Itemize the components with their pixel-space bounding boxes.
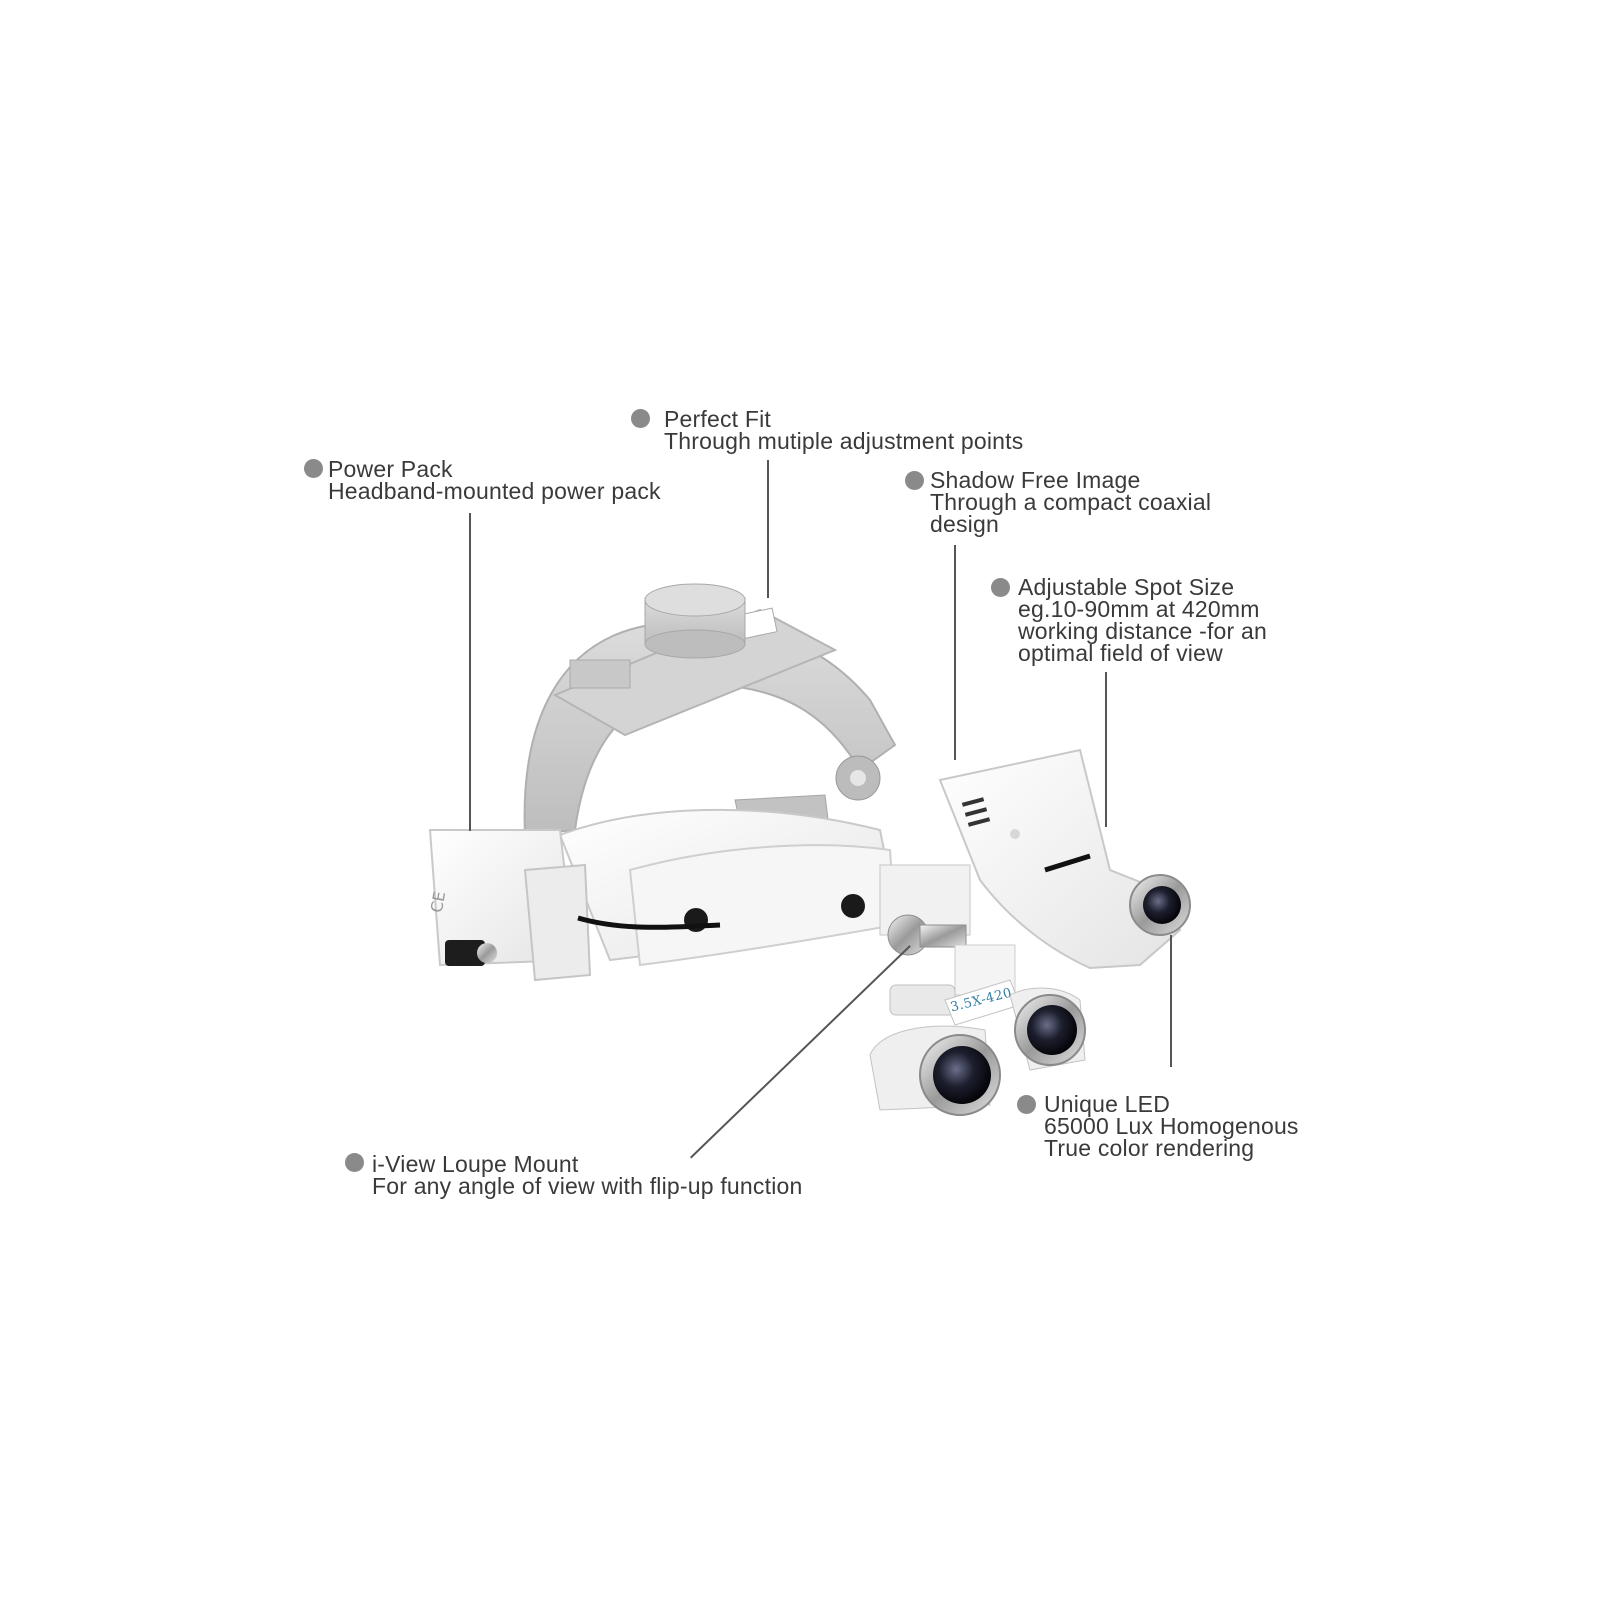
bullet-dot (905, 471, 924, 490)
ce-mark: CE (427, 890, 449, 914)
callout-description: Through mutiple adjustment points (664, 428, 1024, 454)
callout-description: 65000 Lux Homogenous True color renderin… (1044, 1113, 1299, 1161)
callout-unique-led: Unique LED 65000 Lux Homogenous True col… (1017, 1091, 1299, 1161)
leader-shadow-free (954, 545, 956, 760)
top-headband (523, 607, 897, 837)
led-headlight (938, 748, 1191, 970)
callout-description: Through a compact coaxial design (930, 489, 1212, 537)
bullet-dot (345, 1153, 364, 1172)
callout-power-pack: Power Pack Headband-mounted power pack (304, 456, 661, 504)
callout-title: Adjustable Spot Size (1018, 574, 1235, 600)
leader-spot-size (1105, 672, 1107, 827)
callout-loupe-mount: i-View Loupe Mount For any angle of view… (345, 1151, 803, 1199)
callout-title: Perfect Fit (664, 406, 772, 432)
callout-description: Headband-mounted power pack (328, 478, 661, 504)
leader-perfect-fit (767, 460, 769, 598)
top-adjustment-knob (644, 583, 746, 659)
bullet-dot (991, 578, 1010, 597)
leader-power-pack (469, 513, 471, 831)
callout-title: Power Pack (328, 456, 453, 482)
callout-title: Shadow Free Image (930, 467, 1141, 493)
bullet-dot (631, 409, 650, 428)
callout-description: For any angle of view with flip-up funct… (372, 1173, 803, 1199)
callout-perfect-fit: Perfect Fit Through mutiple adjustment p… (631, 406, 1024, 454)
callout-description: eg.10-90mm at 420mm working distance -fo… (1018, 596, 1267, 666)
bullet-dot (304, 459, 323, 478)
binocular-loupes (869, 979, 1086, 1116)
bullet-dot (1017, 1095, 1036, 1114)
callout-shadow-free: Shadow Free Image Through a compact coax… (905, 467, 1212, 537)
callout-spot-size: Adjustable Spot Size eg.10-90mm at 420mm… (991, 574, 1267, 666)
callout-title: i-View Loupe Mount (372, 1151, 579, 1177)
front-headband (558, 808, 897, 967)
leader-unique-led (1170, 935, 1172, 1067)
power-pack: CE (427, 829, 721, 982)
callout-title: Unique LED (1044, 1091, 1171, 1117)
